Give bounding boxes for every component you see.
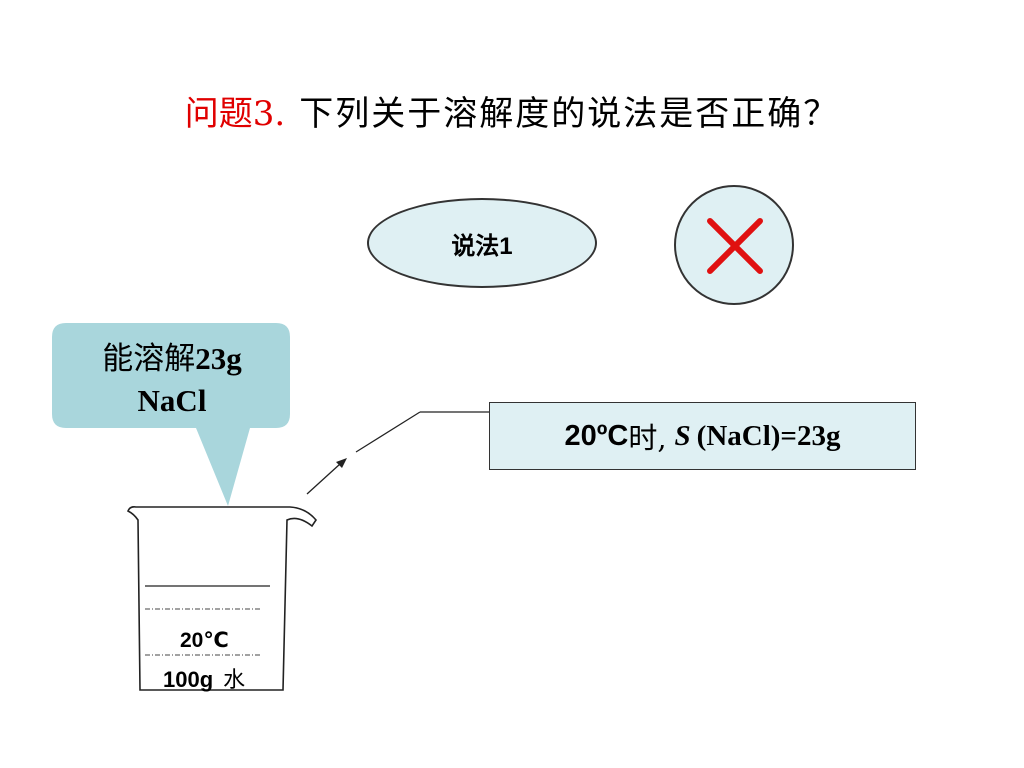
bubble-compound: NaCl xyxy=(137,383,207,418)
formula-shi: 时, xyxy=(628,421,667,455)
bubble-line-2: NaCl xyxy=(56,380,288,422)
beaker-temperature: 20℃ xyxy=(180,629,229,652)
formula-symbol: S xyxy=(674,419,691,452)
beaker-water-label: 100g 水 xyxy=(163,662,245,694)
statement-1-oval[interactable]: 说法1 xyxy=(367,198,597,288)
water-amount: 100g xyxy=(163,667,214,692)
statement-1-label: 说法1 xyxy=(451,232,513,260)
verdict-circle xyxy=(674,185,794,305)
bubble-line-1: 能溶解23g xyxy=(56,338,288,380)
formula-value: (NaCl)=23g xyxy=(696,419,841,452)
bubble-prefix: 能溶解 xyxy=(102,341,196,377)
bubble-amount: 23g xyxy=(195,341,242,376)
question-title: 问题3. 下列关于溶解度的说法是否正确？ xyxy=(0,86,1024,135)
connector-line xyxy=(355,411,489,453)
question-text: 下列关于溶解度的说法是否正确？ xyxy=(299,94,840,134)
arrow-icon xyxy=(306,458,347,495)
beaker-outline xyxy=(126,506,317,691)
speech-bubble-text: 能溶解23g NaCl xyxy=(56,338,288,422)
water-word: 水 xyxy=(223,668,246,693)
formula-temperature: 20ºC xyxy=(564,419,629,452)
question-number: 问题3. xyxy=(184,94,286,134)
cross-mark-icon xyxy=(707,218,763,274)
